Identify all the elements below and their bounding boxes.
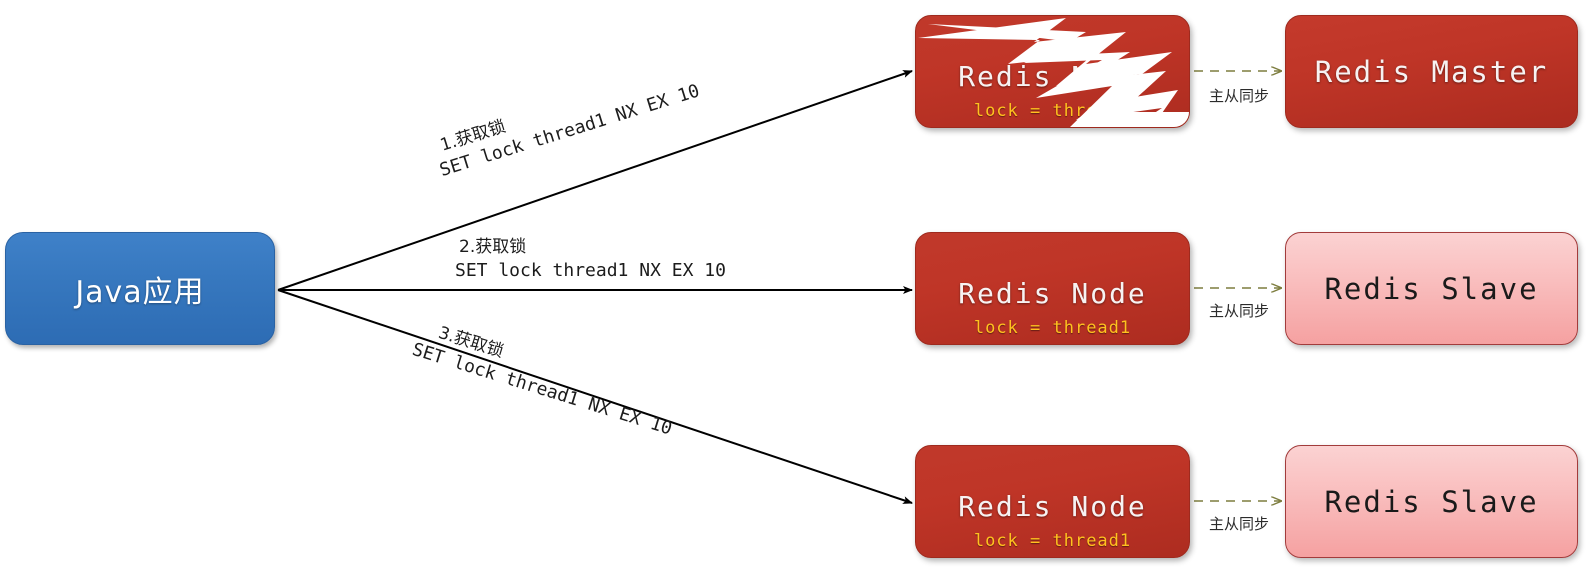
redis-node-title-3: Redis Node (958, 490, 1147, 523)
redis-node-box-3[interactable]: Redis Node lock = thread1 (915, 445, 1190, 558)
sync-label-3: 主从同步 (1208, 515, 1269, 533)
request-arrow-3 (277, 289, 913, 504)
redis-slave-label-2: Redis Slave (1324, 484, 1539, 519)
redis-node-lock-value-2: lock = thread1 (973, 318, 1132, 338)
redis-node-lock-value-3: lock = thread1 (973, 531, 1132, 551)
java-application-box[interactable]: Java应用 (5, 232, 275, 345)
sync-label-1: 主从同步 (1208, 87, 1269, 105)
redis-node-lock-value-1: lock = thread1 (973, 101, 1132, 121)
request-label-2: 2.获取锁 SET lock thread1 NX EX 10 (455, 236, 726, 283)
redis-slave-box-1[interactable]: Redis Slave (1285, 232, 1578, 345)
sync-label-2: 主从同步 (1208, 302, 1269, 320)
java-application-label: Java应用 (75, 274, 205, 310)
redis-node-box-2[interactable]: Redis Node lock = thread1 (915, 232, 1190, 345)
redis-node-title-2: Redis Node (958, 277, 1147, 310)
request-arrow-1 (277, 70, 913, 291)
request-command-2: SET lock thread1 NX EX 10 (455, 259, 726, 281)
redis-slave-label-1: Redis Slave (1324, 271, 1539, 306)
redis-node-title-1: Redis Node (958, 60, 1147, 93)
redis-master-box[interactable]: Redis Master (1285, 15, 1578, 128)
request-step-2: 2.获取锁 (459, 237, 527, 257)
redis-slave-box-2[interactable]: Redis Slave (1285, 445, 1578, 558)
redis-node-box-1[interactable]: Redis Node lock = thread1 (915, 15, 1190, 128)
redis-master-label: Redis Master (1314, 54, 1549, 89)
